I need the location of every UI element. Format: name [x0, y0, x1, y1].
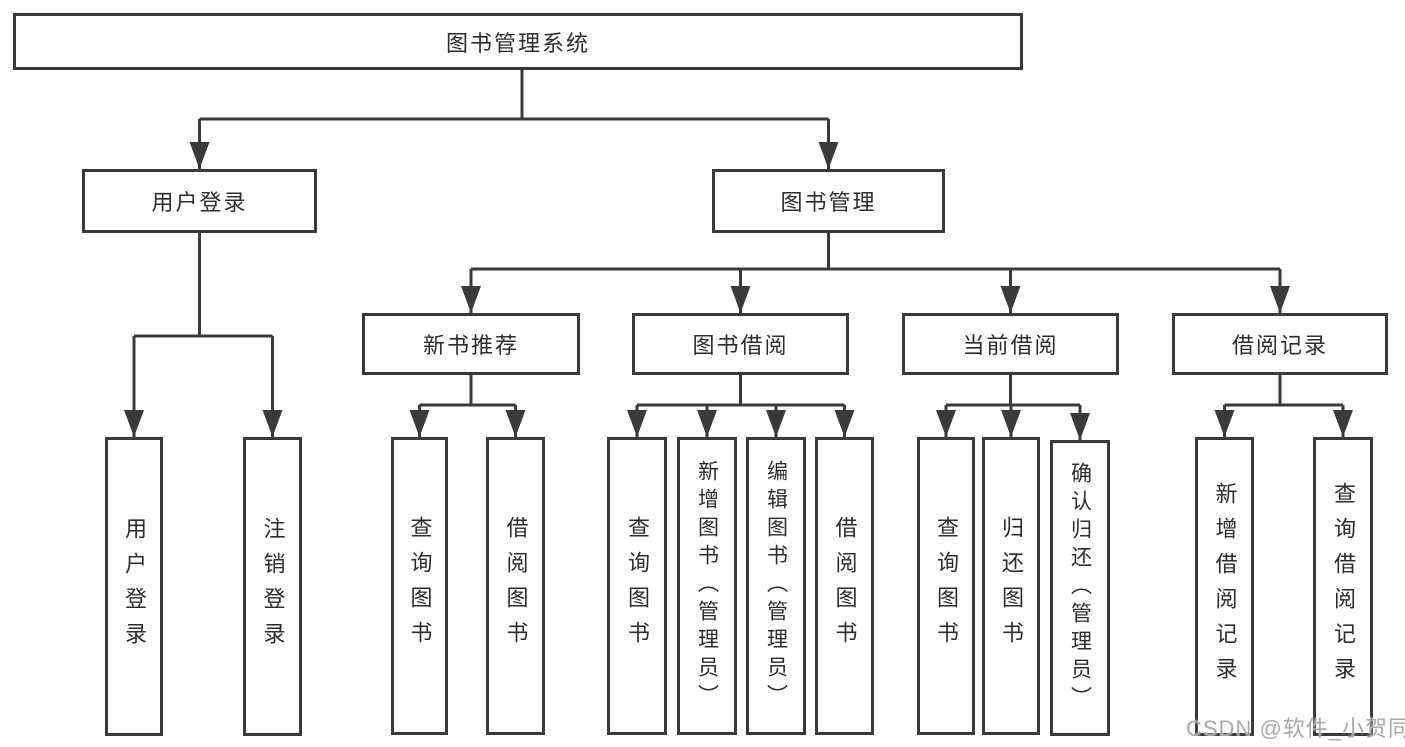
node-query-books-1: 查询图书	[391, 437, 448, 735]
node-query-books-3: 查询图书	[917, 437, 975, 735]
node-root: 图书管理系统	[13, 13, 1023, 70]
node-book-management: 图书管理	[712, 169, 945, 233]
node-label-user-login-leaf: 用户登录	[122, 516, 147, 657]
node-label-new-book-recommend: 新书推荐	[422, 333, 519, 358]
node-borrow-books-2: 借阅图书	[815, 437, 874, 735]
node-label-query-books-1: 查询图书	[407, 516, 433, 656]
node-current-borrowing: 当前借阅	[902, 313, 1119, 375]
node-label-query-borrow-record: 查询借阅记录	[1331, 481, 1356, 692]
node-borrow-records: 借阅记录	[1172, 313, 1388, 375]
csdn-watermark: CSDN @软件_小贺同学	[1186, 716, 1405, 741]
node-new-book-recommend: 新书推荐	[362, 313, 580, 375]
node-label-current-borrowing: 当前借阅	[962, 333, 1059, 358]
node-book-borrowing: 图书借阅	[632, 313, 849, 375]
node-label-return-books: 归还图书	[999, 516, 1024, 656]
node-add-books-admin: 新增图书（管理员）	[677, 437, 737, 735]
node-query-borrow-record: 查询借阅记录	[1313, 437, 1373, 736]
node-label-book-borrowing: 图书借阅	[692, 333, 789, 358]
node-label-add-borrow-record: 新增借阅记录	[1212, 481, 1238, 692]
node-label-borrow-records: 借阅记录	[1231, 333, 1328, 358]
node-edit-books-admin: 编辑图书（管理员）	[746, 437, 806, 735]
node-user-login: 用户登录	[82, 169, 317, 233]
node-label-edit-books-admin: 编辑图书（管理员）	[764, 460, 788, 712]
node-logout-leaf: 注销登录	[243, 437, 302, 736]
node-label-root: 图书管理系统	[445, 30, 590, 56]
node-return-books: 归还图书	[982, 437, 1040, 735]
node-label-borrow-books-2: 借阅图书	[832, 516, 858, 656]
arrowheads	[124, 142, 1353, 440]
node-borrow-books-1: 借阅图书	[486, 437, 545, 735]
node-label-logout-leaf: 注销登录	[260, 516, 286, 657]
node-query-books-2: 查询图书	[607, 437, 667, 735]
node-label-query-books-3: 查询图书	[934, 516, 959, 656]
node-user-login-leaf: 用户登录	[105, 437, 163, 736]
node-label-confirm-return-admin: 确认归还（管理员）	[1068, 462, 1092, 714]
node-add-borrow-record: 新增借阅记录	[1195, 437, 1254, 736]
node-label-query-books-2: 查询图书	[625, 516, 650, 656]
node-label-user-login: 用户登录	[151, 190, 248, 215]
node-label-book-management: 图书管理	[780, 190, 877, 215]
node-label-add-books-admin: 新增图书（管理员）	[695, 460, 719, 712]
node-label-borrow-books-1: 借阅图书	[503, 516, 529, 656]
node-confirm-return-admin: 确认归还（管理员）	[1050, 440, 1110, 736]
edge-path	[132, 70, 1345, 440]
